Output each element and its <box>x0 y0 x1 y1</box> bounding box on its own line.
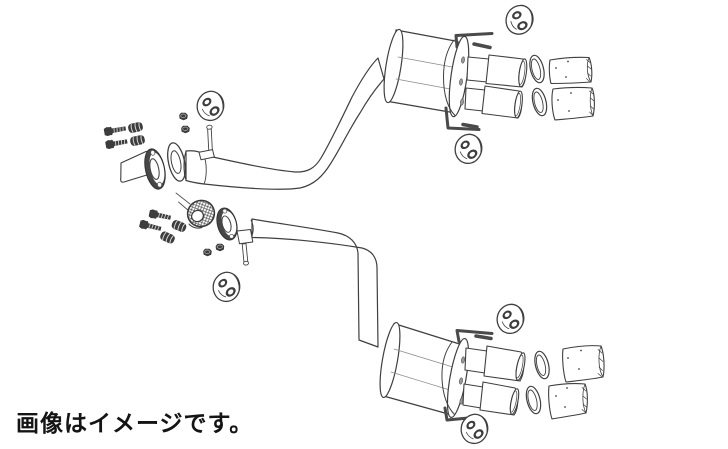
plate-slot <box>459 78 463 86</box>
rubber-hanger <box>504 3 535 36</box>
plate-slot <box>461 356 465 364</box>
coil-spring <box>127 121 144 134</box>
spring-bolt <box>103 123 127 137</box>
muffler-hanger-rod <box>455 329 494 343</box>
tail-tip-mouth-inner <box>509 390 518 413</box>
tail-tip-sleeve <box>551 86 595 121</box>
coil-spring <box>170 218 188 234</box>
coil-spring <box>129 134 146 147</box>
muffler-hanger-pin <box>461 122 479 129</box>
hanger-bracket <box>236 229 254 245</box>
front-pipe-bell-arc <box>183 150 187 181</box>
plate-slot <box>461 56 465 64</box>
flange-nut <box>181 125 190 134</box>
rubber-hanger <box>495 302 526 336</box>
flange-nut <box>215 243 225 252</box>
slip-ring <box>529 86 550 118</box>
hanger-rod <box>207 127 213 152</box>
center-pipe-assembly <box>138 192 379 348</box>
coil-spring <box>158 230 177 245</box>
tail-tip-sleeve <box>548 56 593 85</box>
rubber-hanger <box>194 89 227 123</box>
hanger-rod-cap <box>206 124 213 130</box>
slip-ring <box>526 53 548 85</box>
rubber-hanger <box>453 132 484 166</box>
hanger-bracket <box>198 149 215 161</box>
rubber-hanger <box>210 269 243 305</box>
plate-slot <box>459 377 463 385</box>
end-plate-thickness <box>443 39 456 116</box>
tail-tip-mouth-inner <box>514 93 521 116</box>
center-pipe <box>251 218 379 348</box>
front-pipe <box>185 57 385 190</box>
muffler-end-cap <box>379 321 401 399</box>
flange-nut <box>179 112 188 121</box>
end-plate-thickness <box>441 341 455 415</box>
tail-tip-stub <box>464 347 488 374</box>
slip-ring <box>523 384 544 416</box>
leader-lines <box>175 192 191 212</box>
mesh-gasket <box>186 199 216 229</box>
spring-bolt <box>138 218 163 234</box>
slip-ring <box>531 349 553 381</box>
muffler-hanger-pin <box>472 42 492 50</box>
tail-tip-sleeve <box>548 383 588 420</box>
tail-tip-mouth-inner <box>518 60 526 85</box>
hanger-rod-cap <box>243 260 249 266</box>
muffler-end-cap <box>383 28 404 104</box>
center-flange <box>213 205 241 243</box>
tail-tip-stub <box>466 56 490 83</box>
spring-bolt <box>104 136 129 150</box>
tail-tip-sleeve <box>562 345 605 383</box>
hanger-rod <box>241 243 249 264</box>
image-disclaimer-caption: 画像はイメージです。 <box>16 411 254 437</box>
tail-tip-mouth-inner <box>515 354 524 379</box>
muffler-hanger-rod <box>454 32 494 49</box>
plate-slot <box>460 98 464 106</box>
tail-tip-stub <box>464 87 486 112</box>
muffler-lower-assembly <box>379 302 605 446</box>
front-pipe-assembly <box>103 57 385 192</box>
muffler-seam <box>395 56 456 90</box>
muffler-upper-assembly <box>383 3 595 166</box>
muffler-hanger-pin <box>474 334 493 341</box>
muffler-hanger-rod <box>444 106 481 131</box>
flange-nut <box>203 248 212 257</box>
spring-bolt <box>148 208 173 223</box>
tail-tip-stub <box>462 383 484 409</box>
